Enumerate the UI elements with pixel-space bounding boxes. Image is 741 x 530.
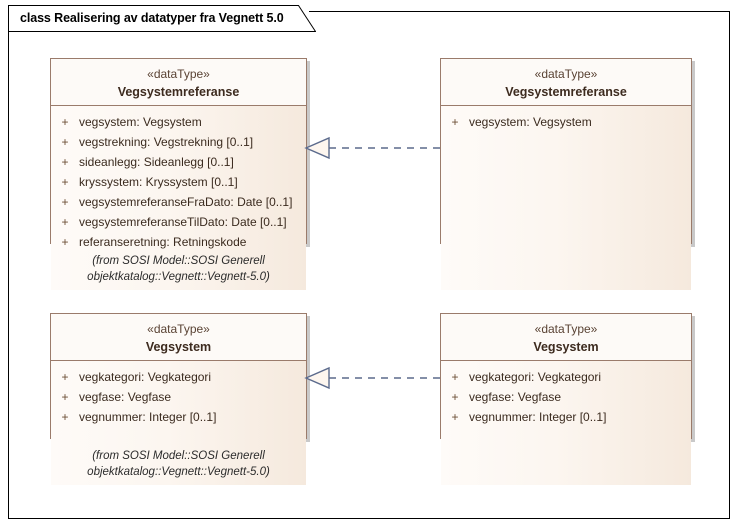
- attribute-visibility: +: [61, 135, 69, 149]
- attribute-text: vegkategori: Vegkategori: [79, 370, 212, 384]
- source-note-vegsystemreferanse: (from SOSI Model::SOSI Generell objektka…: [87, 255, 270, 283]
- attribute-row: + vegsystemreferanseFraDato: Date [0..1]: [51, 192, 306, 212]
- class-stereotype: «dataType»: [534, 322, 598, 336]
- class-header-vegsystem-right: «dataType» Vegsystem: [441, 314, 691, 361]
- class-attributes-vegsystem-right: + vegkategori: Vegkategori + vegfase: Ve…: [441, 361, 691, 485]
- class-box-vegsystemreferanse-left[interactable]: «dataType» Vegsystemreferanse + vegsyste…: [50, 58, 307, 290]
- class-name: Vegsystem: [533, 340, 599, 354]
- class-attributes-vegsystem-left: + vegkategori: Vegkategori + vegfase: Ve…: [51, 361, 306, 485]
- attribute-row: + sideanlegg: Sideanlegg [0..1]: [51, 152, 306, 172]
- attribute-visibility: +: [451, 115, 459, 129]
- attribute-visibility: +: [451, 410, 459, 424]
- attribute-visibility: +: [61, 370, 69, 384]
- attribute-row: + vegkategori: Vegkategori: [51, 367, 306, 387]
- attribute-visibility: +: [61, 390, 69, 404]
- attribute-row: + vegstrekning: Vegstrekning [0..1]: [51, 132, 306, 152]
- realization-connector-vegsystemreferanse[interactable]: [303, 133, 445, 163]
- class-name: Vegsystemreferanse: [117, 85, 240, 99]
- attribute-text: vegsystem: Vegsystem: [469, 115, 592, 129]
- attribute-visibility: +: [61, 175, 69, 189]
- class-name: Vegsystemreferanse: [505, 85, 627, 99]
- source-note-vegsystem: (from SOSI Model::SOSI Generell objektka…: [87, 450, 270, 478]
- class-header-vegsystem-left: «dataType» Vegsystem: [51, 314, 306, 361]
- attribute-text: vegsystemreferanseFraDato: Date [0..1]: [79, 195, 293, 209]
- diagram-title-tab-shape: [8, 5, 316, 32]
- attribute-row: + kryssystem: Kryssystem [0..1]: [51, 172, 306, 192]
- attribute-row: + vegsystem: Vegsystem: [441, 112, 691, 132]
- class-stereotype: «dataType»: [147, 67, 210, 81]
- attribute-text: vegnummer: Integer [0..1]: [469, 410, 607, 424]
- attribute-visibility: +: [61, 195, 69, 209]
- attribute-text: vegnummer: Integer [0..1]: [79, 410, 217, 424]
- class-box-vegsystem-left[interactable]: «dataType» Vegsystem + vegkategori: Vegk…: [50, 313, 307, 485]
- attribute-text: vegsystem: Vegsystem: [79, 115, 202, 129]
- diagram-title-tab: class Realisering av datatyper fra Vegne…: [8, 5, 316, 32]
- attribute-text: vegsystemreferanseTilDato: Date [0..1]: [79, 215, 287, 229]
- realization-connector-vegsystem[interactable]: [303, 363, 445, 393]
- class-stereotype: «dataType»: [147, 322, 210, 336]
- attribute-visibility: +: [61, 410, 69, 424]
- realization-arrow-shape: [304, 136, 445, 160]
- attribute-text: kryssystem: Kryssystem [0..1]: [79, 175, 238, 189]
- attribute-text: referanseretning: Retningskode: [79, 235, 247, 249]
- attribute-row: + referanseretning: Retningskode: [51, 232, 306, 252]
- attribute-row: + vegsystemreferanseTilDato: Date [0..1]: [51, 212, 306, 232]
- attribute-text: vegfase: Vegfase: [79, 390, 172, 404]
- class-header-vegsystemreferanse-left: «dataType» Vegsystemreferanse: [51, 59, 306, 106]
- class-attributes-vegsystemreferanse-right: + vegsystem: Vegsystem: [441, 106, 691, 290]
- attribute-visibility: +: [61, 155, 69, 169]
- attribute-visibility: +: [451, 370, 459, 384]
- realization-arrow-shape: [304, 366, 445, 390]
- attribute-visibility: +: [61, 115, 69, 129]
- attribute-visibility: +: [451, 390, 459, 404]
- class-stereotype: «dataType»: [534, 67, 598, 81]
- attribute-text: sideanlegg: Sideanlegg [0..1]: [79, 155, 234, 169]
- attribute-text: vegfase: Vegfase: [469, 390, 562, 404]
- class-box-vegsystemreferanse-right[interactable]: «dataType» Vegsystemreferanse + vegsyste…: [440, 58, 692, 290]
- class-name: Vegsystem: [145, 340, 212, 354]
- attribute-row: + vegfase: Vegfase: [51, 387, 306, 407]
- class-header-vegsystemreferanse-right: «dataType» Vegsystemreferanse: [441, 59, 691, 106]
- attribute-text: vegkategori: Vegkategori: [469, 370, 602, 384]
- class-attributes-vegsystemreferanse-left: + vegsystem: Vegsystem + vegstrekning: V…: [51, 106, 306, 290]
- attribute-row: + vegnummer: Integer [0..1]: [51, 407, 306, 427]
- attribute-row: + vegsystem: Vegsystem: [51, 112, 306, 132]
- attribute-text: vegstrekning: Vegstrekning [0..1]: [79, 135, 254, 149]
- attribute-row: + vegkategori: Vegkategori: [441, 367, 691, 387]
- attribute-visibility: +: [61, 235, 69, 249]
- class-box-vegsystem-right[interactable]: «dataType» Vegsystem + vegkategori: Vegk…: [440, 313, 692, 485]
- diagram-frame: [8, 11, 730, 519]
- attribute-row: + vegnummer: Integer [0..1]: [441, 407, 691, 427]
- diagram-title-label: class Realisering av datatyper fra Vegne…: [20, 11, 284, 25]
- attribute-row: + vegfase: Vegfase: [441, 387, 691, 407]
- attribute-visibility: +: [61, 215, 69, 229]
